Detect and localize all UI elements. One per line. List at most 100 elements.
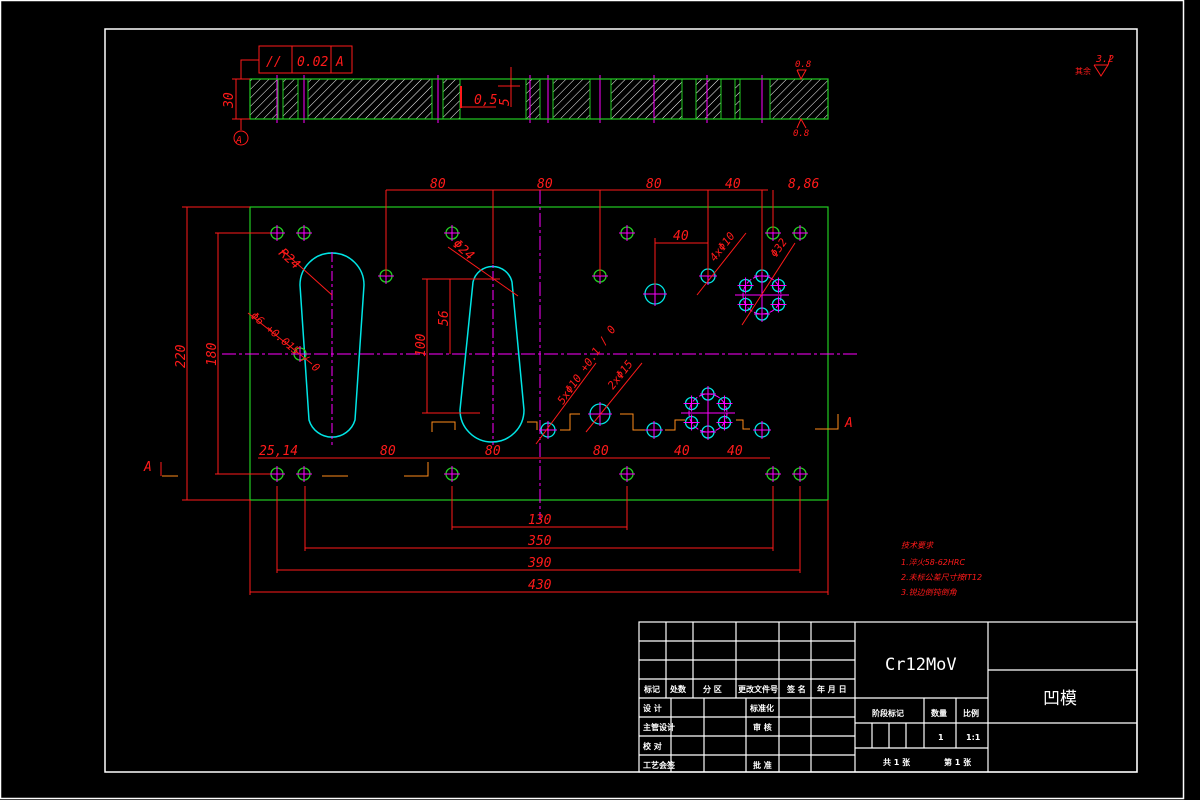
screw-hole — [444, 225, 460, 241]
row-dim-6: 40 — [727, 444, 743, 459]
hatched-section — [525, 78, 541, 120]
tolerance-symbol: // — [266, 55, 282, 70]
material: Cr12MoV — [885, 655, 957, 675]
pin-callout: Φ6 +0.015 / 0 — [248, 309, 323, 375]
screw-hole — [296, 466, 312, 482]
tb-design: 设 计 — [643, 703, 662, 713]
tb-header-change-doc: 更改文件号 — [738, 684, 778, 694]
top-dim-4: 40 — [725, 177, 741, 192]
section-label-left: A — [143, 460, 152, 475]
tb-proofread: 校 对 — [643, 741, 662, 751]
surface-bottom: 0.8 — [793, 129, 809, 139]
ring-hole — [683, 395, 700, 412]
bottom-dim-130: 130 — [528, 513, 552, 528]
tb-header-zone: 分 区 — [703, 684, 722, 694]
opening-center — [459, 265, 525, 443]
left-dim-220: 220 — [174, 344, 189, 368]
hole-10 — [539, 421, 557, 439]
ring-hole — [737, 296, 754, 313]
row-dim-5: 40 — [674, 444, 690, 459]
ring-hole — [770, 296, 787, 313]
screw-hole — [269, 466, 285, 482]
screw-hole — [296, 225, 312, 241]
hatched-section — [695, 78, 722, 120]
roughness-value: 3.2 — [1095, 54, 1114, 65]
tolerance-datum: A — [335, 55, 344, 70]
step-width-dim: 0,5 — [474, 93, 498, 108]
surface-top: 0.8 — [795, 60, 811, 70]
roughness-label: 其余 — [1075, 66, 1091, 76]
screw-hole — [765, 466, 781, 482]
title-block-text: 标记 处数 分 区 更改文件号 签 名 年 月 日 设 计 标准化 主管设计 审… — [643, 655, 1077, 770]
tb-lead-design: 主管设计 — [643, 722, 675, 732]
hole-15 — [643, 282, 667, 306]
tb-sheet-no: 第 1 张 — [944, 757, 972, 767]
hatched-section — [769, 78, 829, 120]
inner-dim-40: 40 — [673, 229, 689, 244]
top-dim-2: 80 — [537, 177, 553, 192]
ring-hole — [716, 395, 733, 412]
tolerance-value: 0.02 — [297, 55, 328, 70]
screw-hole — [792, 466, 808, 482]
side-outline — [249, 78, 829, 120]
hatched-section — [610, 78, 683, 120]
step-depth-dim: 5 — [498, 98, 513, 106]
tb-header-mark: 标记 — [643, 684, 660, 694]
hatched-section — [734, 78, 741, 120]
row-dim-4: 80 — [593, 444, 609, 459]
screw-hole — [444, 466, 460, 482]
row-dim-1: 25,14 — [259, 444, 298, 459]
top-dim-1: 80 — [430, 177, 446, 192]
tb-review: 审 核 — [753, 722, 772, 732]
hatched-section — [307, 78, 433, 120]
datum-label: A — [235, 135, 242, 146]
tech-item-2: 2.未标公差尺寸按IT12 — [901, 573, 982, 582]
hole-10 — [645, 421, 663, 439]
bottom-dim-350: 350 — [527, 534, 552, 549]
row-dim-3: 80 — [485, 444, 501, 459]
callout-4x10: 4xΦ10 — [707, 229, 738, 263]
bottom-dim-430: 430 — [528, 578, 552, 593]
hole-10 — [753, 421, 771, 439]
tb-header-date: 年 月 日 — [817, 684, 847, 694]
tb-process-sign: 工艺会签 — [643, 760, 676, 770]
tb-header-count: 处数 — [669, 684, 687, 694]
tb-scale-label: 比例 — [963, 708, 979, 718]
plan-view: A A 80 80 80 40 8,86 40 220 180 R24 Φ24 — [143, 177, 858, 595]
tb-approve: 批 准 — [753, 760, 772, 770]
bottom-dim-390: 390 — [527, 556, 552, 571]
r24-label: R24 — [275, 246, 302, 273]
callout-5x10: 5xΦ10 +0.1 / 0 — [555, 323, 619, 407]
top-dim-3: 80 — [646, 177, 662, 192]
hatched-section — [282, 78, 299, 120]
tech-requirements: 技术要求 1.淬火58-62HRC 2.未标公差尺寸按IT12 3.锐边倒钝倒角 — [901, 541, 982, 597]
tb-quantity-label: 数量 — [931, 708, 947, 718]
tech-item-1: 1.淬火58-62HRC — [901, 558, 965, 567]
side-view: // 0.02 A 30 A 0,5 5 0.8 0.8 — [222, 45, 829, 146]
inner-frame — [104, 28, 1138, 773]
top-dim-5: 8,86 — [788, 177, 819, 192]
tb-stage-label: 阶段标记 — [872, 708, 904, 718]
tb-standardization: 标准化 — [749, 703, 774, 713]
screw-hole — [619, 225, 635, 241]
left-dim-180: 180 — [205, 342, 220, 366]
tb-sheets-total: 共 1 张 — [883, 757, 911, 767]
hatched-section — [249, 78, 279, 120]
phi24-label: Φ24 — [449, 237, 476, 264]
ring-hole — [737, 277, 754, 294]
tb-quantity: 1 — [938, 733, 944, 742]
title-block — [638, 621, 1138, 773]
screw-hole — [619, 466, 635, 482]
h56-label: 56 — [437, 310, 452, 326]
tb-header-signature: 签 名 — [786, 684, 806, 694]
tb-scale: 1:1 — [966, 733, 981, 742]
screw-hole — [269, 225, 285, 241]
callout-2x15: 2xΦ15 — [605, 358, 636, 392]
section-label-right: A — [844, 416, 853, 431]
general-roughness: 其余 3.2 — [1075, 54, 1114, 77]
tech-heading: 技术要求 — [901, 541, 934, 550]
tech-item-3: 3.锐边倒钝倒角 — [901, 588, 958, 597]
row-dim-2: 80 — [380, 444, 396, 459]
ring-hole — [683, 414, 700, 431]
thickness-dim: 30 — [222, 92, 237, 109]
